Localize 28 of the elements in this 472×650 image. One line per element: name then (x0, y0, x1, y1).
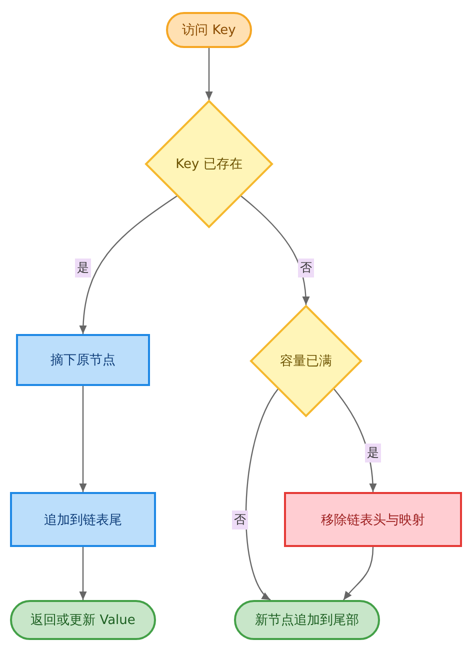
end-terminal (234, 600, 380, 640)
node-label: Key 已存在 (176, 156, 242, 173)
arrow (246, 388, 278, 600)
arrow (334, 388, 377, 492)
node-label: 摘下原节点 (50, 352, 116, 369)
node-label: 移除链表头与映射 (321, 512, 425, 528)
arrow (79, 386, 87, 492)
node-label: 访问 Key (182, 22, 236, 39)
arrow (79, 547, 87, 600)
arrow (343, 546, 374, 600)
edge-label: 否 (232, 510, 248, 530)
arrow (80, 196, 178, 334)
node-label: 追加到链表尾 (44, 512, 122, 528)
process-box (10, 492, 156, 547)
end-terminal (10, 600, 156, 640)
node-label: 容量已满 (280, 353, 332, 370)
process-box (284, 492, 462, 547)
edge-label: 否 (298, 258, 314, 278)
node-label: 新节点追加到尾部 (255, 612, 359, 629)
arrow (205, 48, 213, 100)
decision-diamond (145, 100, 273, 228)
process-box (16, 334, 150, 386)
arrow (240, 196, 310, 306)
start-terminal (166, 12, 252, 48)
node-label: 返回或更新 Value (30, 612, 136, 629)
decision-diamond (250, 305, 362, 417)
edge-label: 是 (365, 444, 381, 462)
edge-label: 是 (75, 258, 91, 278)
